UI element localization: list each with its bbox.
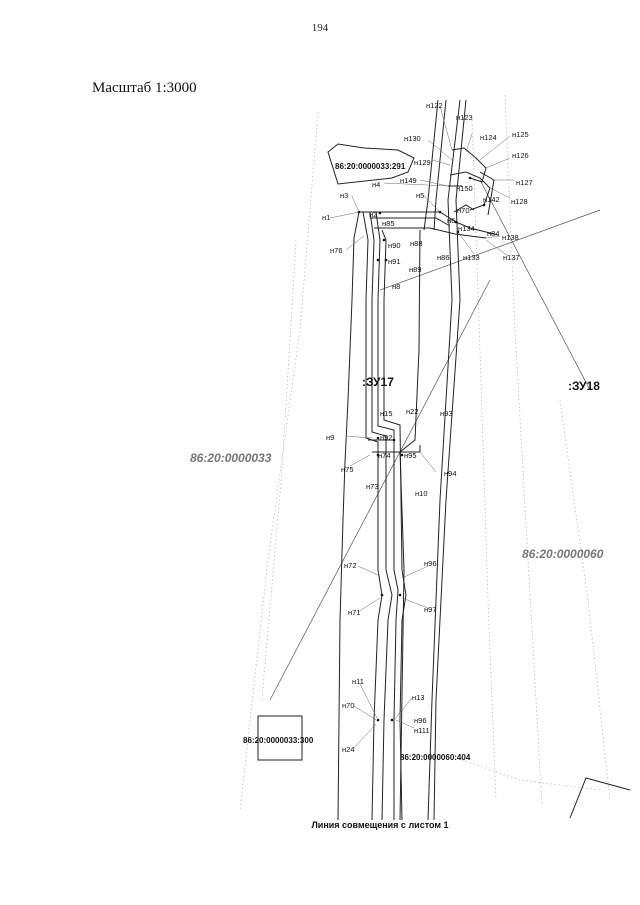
- point-labels: н122 н123 н124 н125 н126 н127 н128 н130 …: [322, 101, 533, 754]
- point-label-n5: н5: [416, 191, 424, 200]
- point-label-n94: н94: [444, 469, 456, 478]
- sheet-junction-caption: Линия совмещения с листом 1: [311, 820, 448, 830]
- point-label-n9: н9: [326, 433, 334, 442]
- point-label-n2: н2: [369, 210, 377, 219]
- point-label-n124: н124: [480, 133, 497, 142]
- parcel-label-300: 86:20:0000033:300: [243, 736, 314, 745]
- point-label-n130: н130: [404, 134, 421, 143]
- parcel-label-291: 86:20:0000033:291: [335, 162, 406, 171]
- point-label-n137: н137: [503, 253, 520, 262]
- point-label-n85: н85: [382, 219, 394, 228]
- point-label-n127: н127: [516, 178, 533, 187]
- point-label-n3: н3: [340, 191, 348, 200]
- point-label-n11: н11: [352, 677, 364, 686]
- zone-label-zu18: :ЗУ18: [568, 379, 600, 393]
- point-label-n97: н97: [424, 605, 436, 614]
- point-label-n1: н1: [322, 213, 330, 222]
- zone-label-zu17: :ЗУ17: [362, 375, 394, 389]
- point-label-n6: н6: [447, 216, 455, 225]
- north-east-structures: [448, 147, 495, 216]
- point-label-n95: н95: [404, 451, 416, 460]
- point-label-n93: н93: [440, 409, 452, 418]
- point-label-n134: н134: [458, 224, 475, 233]
- point-label-n71: н71: [348, 608, 360, 617]
- point-label-n129: н129: [414, 158, 431, 167]
- point-label-n150: н150: [456, 184, 473, 193]
- point-label-n8: н8: [392, 282, 400, 291]
- point-label-n86: н86: [437, 253, 449, 262]
- point-label-n73: н73: [366, 482, 378, 491]
- point-label-n22: н22: [406, 407, 418, 416]
- point-label-n149: н149: [400, 176, 417, 185]
- point-label-n90: н90: [388, 241, 400, 250]
- background-boundaries: [239, 94, 611, 811]
- label-leaders: [329, 105, 514, 749]
- corner-boundary: [569, 777, 631, 819]
- point-label-n70a: н70: [457, 206, 469, 215]
- point-label-n13: н13: [412, 693, 424, 702]
- quarter-label-0000033: 86:20:0000033: [190, 451, 272, 465]
- point-label-n96a: н96: [424, 559, 436, 568]
- point-label-n125: н125: [512, 130, 529, 139]
- point-label-n74: н74: [378, 451, 390, 460]
- parcel-291-boundary: [327, 143, 415, 185]
- point-label-n15: н15: [380, 409, 392, 418]
- parcel-300-boundary: [257, 715, 303, 761]
- point-label-n96b: н96: [414, 716, 426, 725]
- corridor-boundaries: [337, 99, 499, 821]
- point-label-n4: н4: [372, 180, 380, 189]
- point-label-n76: н76: [330, 246, 342, 255]
- point-label-n75: н75: [341, 465, 353, 474]
- point-label-n126: н126: [512, 151, 529, 160]
- quarter-label-0000060: 86:20:0000060: [522, 547, 604, 561]
- point-label-n138: н138: [502, 233, 519, 242]
- point-label-n122: н122: [426, 101, 443, 110]
- reference-lines: [269, 179, 601, 701]
- point-label-n128: н128: [511, 197, 528, 206]
- point-label-n89: н89: [409, 265, 421, 274]
- point-label-n84: н84: [487, 229, 499, 238]
- page-number: 194: [311, 22, 329, 34]
- point-label-n24: н24: [342, 745, 354, 754]
- point-label-n111: н111: [414, 726, 430, 735]
- point-label-n91: н91: [388, 257, 400, 266]
- point-label-n70b: н70: [342, 701, 354, 710]
- point-label-n10: н10: [415, 489, 427, 498]
- point-label-n92: н92: [380, 433, 392, 442]
- point-label-n72: н72: [344, 561, 356, 570]
- point-label-n123: н123: [456, 113, 473, 122]
- scale-label: Масштаб 1:3000: [92, 80, 197, 96]
- parcel-label-404: 86:20:0000060:404: [400, 753, 471, 762]
- point-label-n133: н133: [463, 253, 480, 262]
- point-label-n142: н142: [483, 195, 500, 204]
- point-label-n88: н88: [410, 239, 422, 248]
